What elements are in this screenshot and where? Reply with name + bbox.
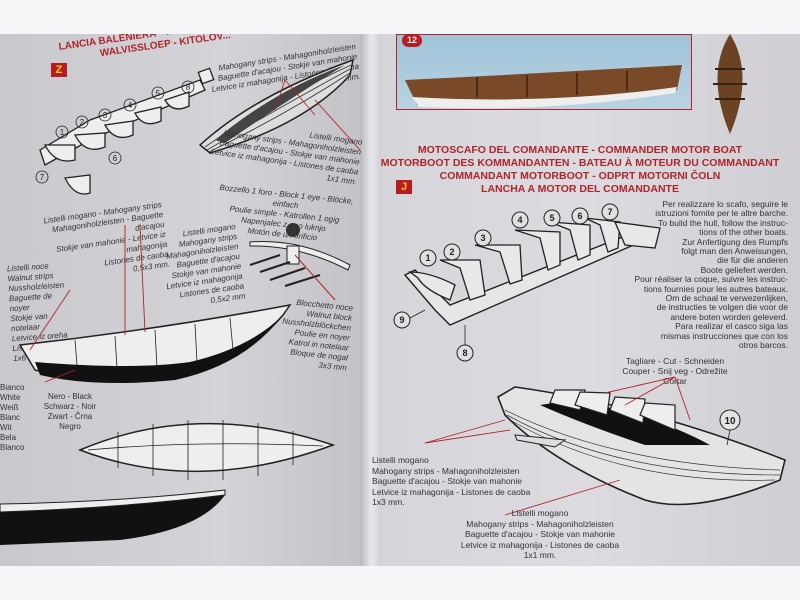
label-line: Baguette d'acajou - Stokje van mahonie <box>372 476 522 486</box>
part-number-3: 3 <box>103 111 108 120</box>
label-line: Bela <box>0 433 17 442</box>
instr-line: Per realizzare lo scafo, seguire le <box>662 199 788 209</box>
instr-line: Om de schaal te verwezenlijken, <box>665 293 788 304</box>
motorboat-frames-diagram: 1 2 3 4 5 6 7 8 9 <box>393 203 661 362</box>
instr-line: andere boten worden geleverd. <box>670 311 788 322</box>
instr-line: Pour réaliser la coque, suivre les instr… <box>634 274 788 285</box>
instr-line: Zur Anfertigung des Rumpfs <box>682 236 788 247</box>
photo-number-badge: 12 <box>402 34 422 47</box>
part-number-8: 8 <box>462 348 467 358</box>
title-line: MOTOSCAFO DEL COMANDANTE - COMMANDER MOT… <box>417 144 743 156</box>
label-cut: Tagliare - Cut - Schneiden Couper - Snij… <box>600 356 750 386</box>
left-page <box>0 34 372 566</box>
step-badge-z: Z <box>51 63 67 77</box>
part-number-1: 1 <box>425 253 430 263</box>
label-line: Mahogany strips - Mahagoniholzleisten <box>466 518 614 529</box>
instr-line: die für die anderen <box>717 255 788 266</box>
whaleboat-bottom-hull <box>0 489 226 545</box>
block-detail-diagram <box>249 223 351 301</box>
motorboat-hull-diagram: 10 <box>424 376 786 516</box>
instr-line: tions of the other boats. <box>699 227 788 238</box>
part-number-5: 5 <box>549 213 554 223</box>
title-line: MOTORBOOT DES KOMMANDANTEN - BATEAU À MO… <box>380 157 780 169</box>
whaleboat-hull-diagram <box>198 58 361 154</box>
label-strips-1x3: Listelli mogano Mahogany strips - Mahago… <box>372 455 530 508</box>
part-number-4: 4 <box>517 215 522 225</box>
section-title: MOTOSCAFO DEL COMANDANTE - COMMANDER MOT… <box>380 144 780 196</box>
part-number-7: 7 <box>40 173 45 182</box>
part-number-10: 10 <box>724 416 736 427</box>
frame-numbers: 1 2 3 4 5 6 7 8 <box>40 83 191 182</box>
instr-line: mismas instrucciones que con los <box>660 330 788 341</box>
label-white: Bianco White Weiß Blanc Wit Bela Blanco <box>0 383 24 453</box>
bottom-background <box>0 566 800 600</box>
instr-line: tions fournies pour les autres bateaux. <box>643 283 788 294</box>
motorboat-photo-illustration <box>405 65 682 109</box>
part-number-9: 9 <box>399 315 404 325</box>
part-number-6: 6 <box>577 211 582 221</box>
instructions-text: Per realizzare lo scafo, seguire le istr… <box>610 199 788 351</box>
label-line: Letvice iz mahagonija - Listones de caob… <box>372 486 531 497</box>
step-badge-j: J <box>396 180 412 194</box>
part-number-7: 7 <box>607 207 612 217</box>
boat-top-photo <box>713 34 747 134</box>
book-gutter <box>360 34 382 566</box>
label-line: Tagliare - Cut - Schneiden <box>625 356 725 366</box>
top-background <box>0 0 800 34</box>
label-line: Wit <box>0 423 12 432</box>
model-photo <box>396 34 692 110</box>
label-black: Nero - Black Schwarz - Noir Zwart - Črna… <box>35 392 105 432</box>
part-number-8: 8 <box>186 83 191 92</box>
instr-line: To build the hull, follow the instruc- <box>658 217 788 228</box>
label-line: Listelli mogano <box>372 455 429 465</box>
label-line: 1x1 mm. <box>523 550 557 560</box>
part-number-3: 3 <box>480 233 485 243</box>
title-line: COMMANDANT MOTORBOOT - ODPRT MOTORNI ČOL… <box>439 170 721 182</box>
label-line: Listelli mogano <box>511 508 569 518</box>
instr-line: Para realizar el casco siga las <box>675 321 788 332</box>
label-line: 1x3 mm. <box>372 497 405 507</box>
label-line: Nero - Black <box>47 392 92 401</box>
instr-line: Boote geliefert werden. <box>700 264 788 275</box>
label-line: Blanco <box>0 443 25 452</box>
label-line: Weiß <box>0 403 19 412</box>
title-line: LANCHA A MOTOR DEL COMANDANTE <box>481 183 679 195</box>
whaleboat-side-diagram <box>18 224 292 384</box>
label-line: Cortar <box>663 376 687 386</box>
whaleboat-top-view <box>77 420 336 480</box>
label-line: Negro <box>59 422 81 431</box>
label-line: Baguette d'acajou - Stokje van mahonie <box>465 529 615 539</box>
label-strips-1x1: Listelli mogano Mahogany strips - Mahago… <box>440 508 640 561</box>
label-walnut-block: Blocchetto noce Walnut block Nussholzblö… <box>277 297 354 374</box>
label-line: Bianco <box>0 383 25 392</box>
part-number-5: 5 <box>156 89 161 98</box>
label-line: Couper - Snij veg - Odrežite <box>622 366 728 376</box>
label-line: Letvice iz mahagonija - Listones de caob… <box>460 539 620 550</box>
label-line: Schwarz - Noir <box>43 402 97 411</box>
label-line: White <box>0 393 21 402</box>
instr-line: otros barcos. <box>738 340 788 351</box>
part-number-1: 1 <box>60 128 65 137</box>
label-line: Blanc <box>0 413 21 422</box>
part-number-2: 2 <box>80 118 85 127</box>
part-number-2: 2 <box>449 247 454 257</box>
instr-line: de instructies te volgen die voor de <box>656 302 788 313</box>
label-line: Zwart - Črna <box>47 412 93 421</box>
frames-diagram: 1 2 3 4 5 6 7 8 <box>35 67 215 195</box>
label-line: Mahogany strips - Mahagoniholzleisten <box>372 465 520 476</box>
instr-line: istruzioni fornite per le altre barche. <box>655 208 788 219</box>
instr-line: folgt man den Anweisungen, <box>681 246 788 257</box>
part-number-4: 4 <box>128 101 133 110</box>
part-number-6: 6 <box>113 154 118 163</box>
